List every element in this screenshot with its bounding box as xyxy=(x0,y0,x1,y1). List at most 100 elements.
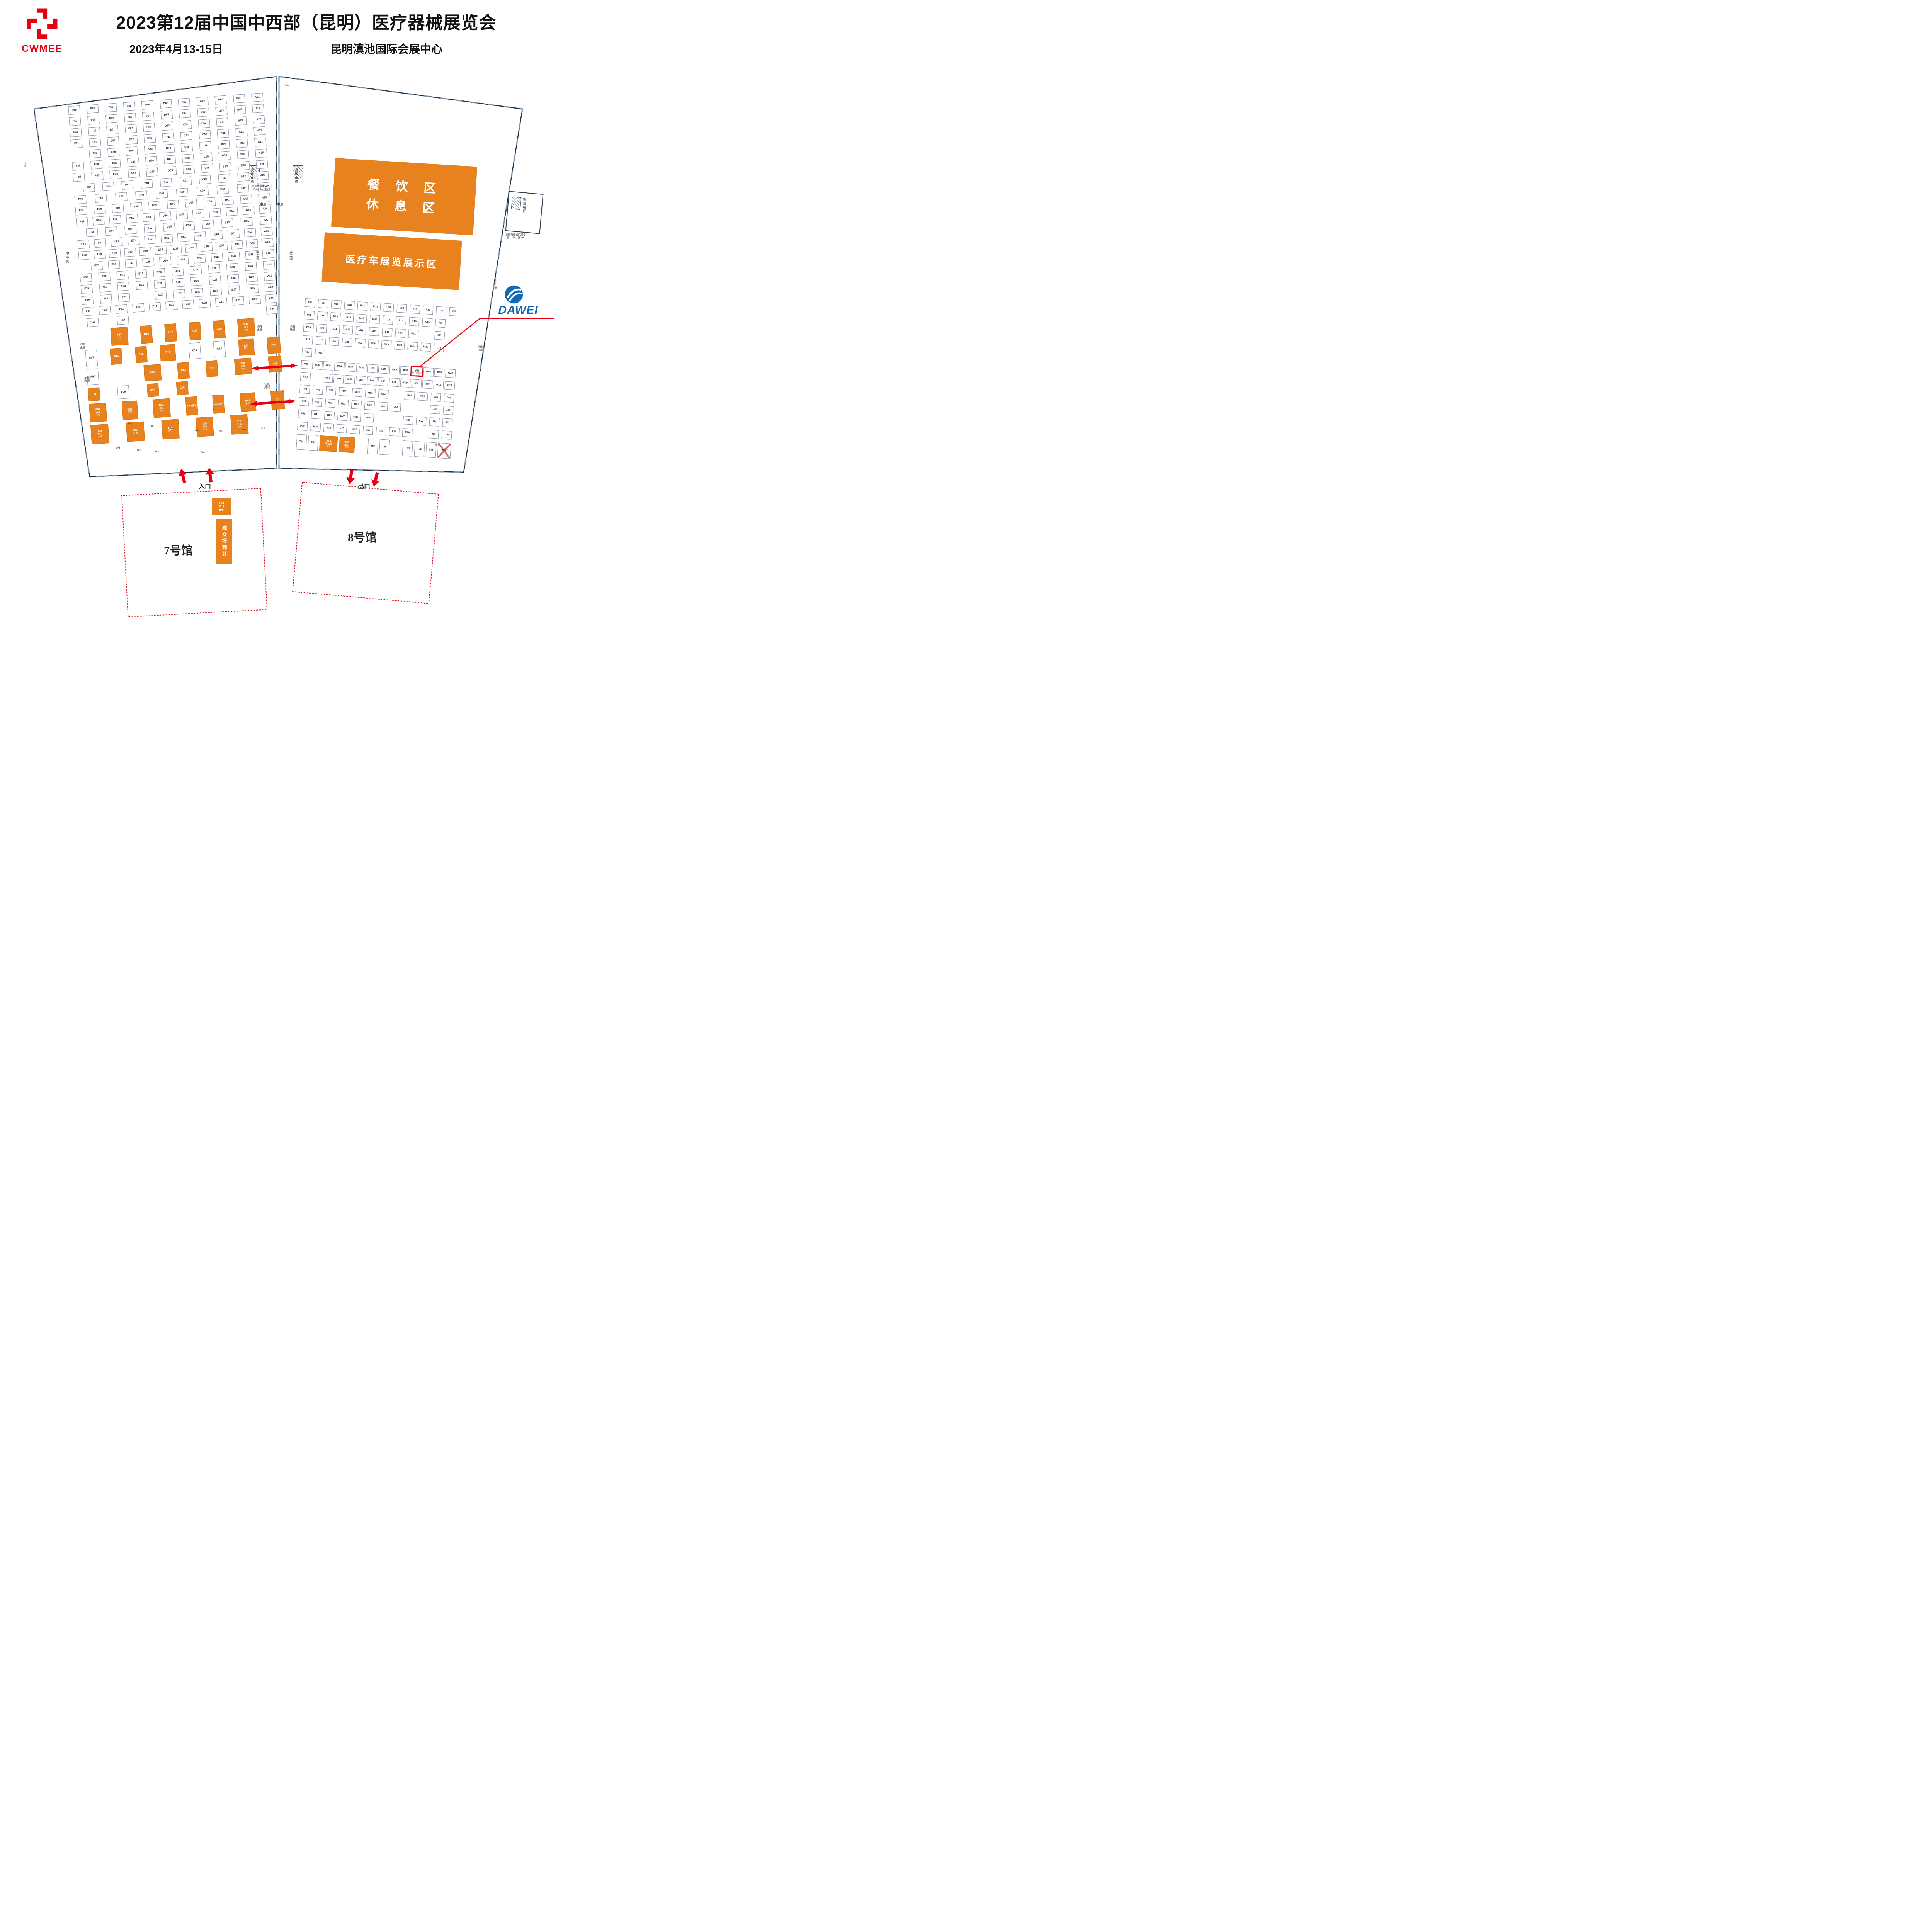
booth-c60: C60 xyxy=(203,197,216,207)
booth-e92: E92 xyxy=(125,135,138,145)
booth-f55: F55 xyxy=(86,228,98,237)
booth-b89: B89 xyxy=(217,140,230,150)
booth-e21: E21 xyxy=(118,293,130,303)
map-label: 消防 通道 xyxy=(80,343,85,349)
map-label: 3m xyxy=(219,430,223,433)
map-label: 9m xyxy=(24,162,27,168)
map-label: 8号馆 xyxy=(348,531,377,544)
booth-b92: B92 xyxy=(235,128,248,137)
booth-l16: L16 xyxy=(383,303,394,313)
booth-h02: H02 xyxy=(312,385,323,395)
booth-c28: C28 xyxy=(173,289,185,299)
booth-d16: D16 xyxy=(140,325,153,344)
booth-l22: L22 xyxy=(378,389,389,399)
booth-b61: B61 xyxy=(216,117,228,127)
booth-b83: B83 xyxy=(219,162,231,172)
booth-f82: F82 xyxy=(83,183,95,193)
booth-e55: E55 xyxy=(124,225,137,235)
dining-area-line2: 休 息 区 xyxy=(366,197,442,216)
map-label: 3m xyxy=(444,448,448,451)
booth-e66: E66 xyxy=(104,103,117,112)
booth-d61: D61 xyxy=(143,122,155,132)
booth-j20: J20 xyxy=(441,430,452,440)
booth-n05: N05 xyxy=(338,387,350,396)
booth-e60: E60 xyxy=(130,202,143,212)
booth-f61: F61 xyxy=(70,128,82,138)
booth-t52: T52 xyxy=(367,438,378,455)
booth-a16: A16 xyxy=(262,249,274,259)
booth-f91: F91 xyxy=(70,139,83,148)
booth-t88: T88 中飞 8*9 xyxy=(212,498,231,515)
booth-f26: F26 xyxy=(81,295,94,305)
booth-c62: C62 xyxy=(197,119,210,128)
booth-e19: E19 xyxy=(148,302,161,311)
booth-k10: K10 xyxy=(400,366,411,375)
booth-b60: B60 xyxy=(240,194,252,204)
booth-c91: C91 xyxy=(180,131,193,141)
map-label: 消防 通道 xyxy=(257,325,262,332)
booth-p03: P03 xyxy=(300,372,311,382)
booth-k09: K09 xyxy=(389,365,400,375)
booth-p06: P06 xyxy=(303,323,314,332)
booth-b21: B21 xyxy=(232,296,244,306)
booth-n13: N13 xyxy=(330,312,341,321)
booth-j11: J11 xyxy=(434,331,445,340)
booth-e59: E59 xyxy=(112,203,124,213)
booth-b36: B36 xyxy=(228,252,240,261)
booth-c26: C26 xyxy=(155,290,167,300)
booth-d56: D56 xyxy=(159,211,172,221)
booth-a18: A18 xyxy=(261,238,274,248)
entrance-arrow-icon xyxy=(179,469,187,484)
map-label: 9m xyxy=(285,84,289,87)
booth-a32: A32 xyxy=(254,137,267,147)
booth-f90: F90 xyxy=(89,149,101,158)
booth-c52: C52 xyxy=(211,230,223,240)
booth-f88: F88 xyxy=(90,160,103,170)
booth-c63: C63 xyxy=(179,109,191,119)
booth-n20: N20 xyxy=(336,424,347,434)
booth-m16: M16 xyxy=(357,301,368,311)
booth-f53: F53 xyxy=(77,240,90,249)
booth-f86: F86 xyxy=(72,161,84,171)
map-label: 卫生间 xyxy=(66,252,70,264)
booth-p08: P08 xyxy=(304,310,315,320)
booth-d26: D26 xyxy=(154,279,166,289)
booth-f19: F19 xyxy=(116,315,129,325)
booth-p11: P11 xyxy=(298,409,309,419)
booth-f80: F80 xyxy=(95,193,107,203)
booth-a33: A33 xyxy=(253,126,266,136)
booth-a29: A29 xyxy=(253,115,265,124)
booth-h10: H10 xyxy=(310,422,321,432)
booth-l19: L19 xyxy=(362,425,374,435)
booth-g18: G18 xyxy=(444,381,455,391)
booth-f81: F81 xyxy=(76,217,88,227)
booth-c30: C30 xyxy=(190,277,203,286)
map-label: 6m xyxy=(128,422,132,425)
booth-d18: D18 xyxy=(164,323,177,342)
booth-c92: C92 xyxy=(198,130,211,139)
map-label: 6m xyxy=(155,450,159,453)
booth-m12: M12 xyxy=(369,327,379,336)
map-label: 中庭 xyxy=(260,202,267,206)
booth-d58: D58 xyxy=(175,210,188,220)
booth-c85: C85 xyxy=(201,163,213,173)
booth-e31: E31 xyxy=(116,270,129,280)
booth-n23: N23 xyxy=(355,338,366,348)
booth-f69: F69 xyxy=(74,195,87,204)
booth-d82: D82 xyxy=(160,177,172,187)
visitor-registration-label: 观众报到处 xyxy=(221,525,227,558)
booth-a30: A30 xyxy=(252,104,264,113)
booth-c33: C33 xyxy=(189,265,202,275)
booth-a23: A23 xyxy=(258,193,270,203)
booth-c82: C82 xyxy=(199,175,211,185)
booth-e52: E52 xyxy=(144,235,156,245)
